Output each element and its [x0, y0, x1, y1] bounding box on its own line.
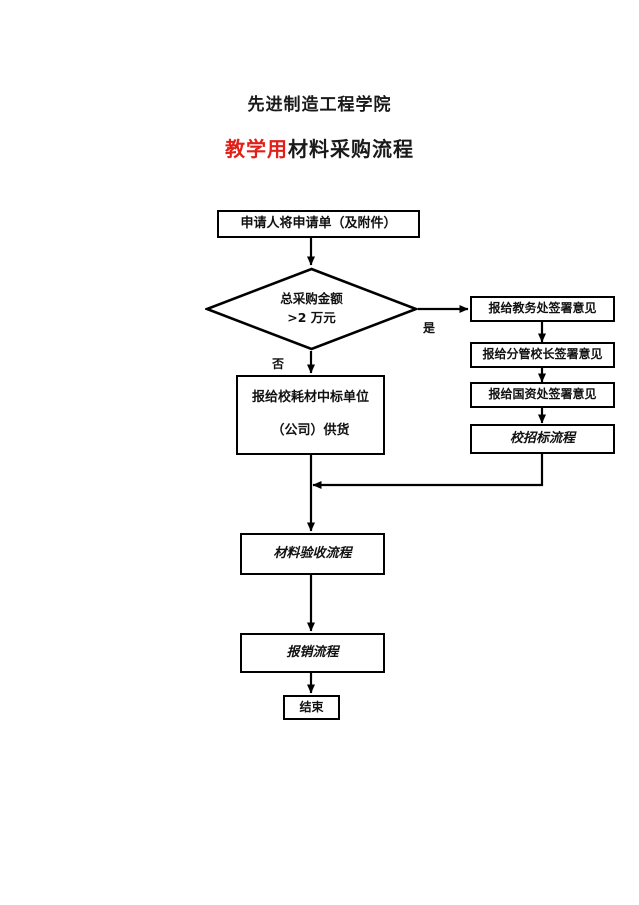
- node-decision-line2: >2 万元: [287, 310, 336, 325]
- node-decision-label: 总采购金额 >2 万元: [205, 267, 418, 351]
- node-supplier-delivery[interactable]: 报给校耗材中标单位 （公司）供货: [236, 375, 385, 455]
- node-approval-state-assets[interactable]: 报给国资处签署意见: [470, 382, 615, 408]
- edge-approval-4-to-merge: [312, 454, 544, 489]
- node-approval-1-label: 报给教务处签署意见: [488, 301, 597, 316]
- edge-label-yes: 是: [423, 321, 436, 335]
- node-reimbursement-label: 报销流程: [286, 644, 339, 660]
- page-title-document: 教学用材料采购流程: [0, 133, 639, 162]
- node-approval-2-label: 报给分管校长签署意见: [482, 347, 603, 362]
- node-supplier-line1: 报给校耗材中标单位: [251, 390, 369, 406]
- node-approval-3-label: 报给国资处签署意见: [488, 387, 597, 402]
- node-approval-vice-president[interactable]: 报给分管校长签署意见: [470, 342, 615, 368]
- node-approval-4-label: 校招标流程: [509, 430, 575, 446]
- page-title-organization: 先进制造工程学院: [247, 95, 392, 115]
- node-start-label: 申请人将申请单（及附件）: [240, 215, 397, 231]
- diamond-shape: [205, 267, 418, 351]
- node-inspection-label: 材料验收流程: [273, 545, 352, 561]
- node-end-label: 结束: [299, 699, 324, 714]
- node-approval-academic-affairs[interactable]: 报给教务处签署意见: [470, 296, 615, 322]
- edge-label-no: 否: [272, 357, 285, 371]
- node-school-bidding-process[interactable]: 校招标流程: [470, 424, 615, 454]
- node-reimbursement-process[interactable]: 报销流程: [240, 633, 385, 673]
- node-decision-line1: 总采购金额: [280, 291, 343, 307]
- node-material-inspection[interactable]: 材料验收流程: [240, 533, 385, 575]
- node-supplier-line2: （公司）供货: [271, 423, 350, 438]
- node-start-application[interactable]: 申请人将申请单（及附件）: [217, 210, 420, 238]
- node-end[interactable]: 结束: [283, 695, 340, 720]
- node-decision-amount[interactable]: 总采购金额 >2 万元: [205, 267, 418, 351]
- page-title-accent: 教学用: [225, 137, 288, 161]
- page-title-rest: 材料采购流程: [288, 137, 414, 161]
